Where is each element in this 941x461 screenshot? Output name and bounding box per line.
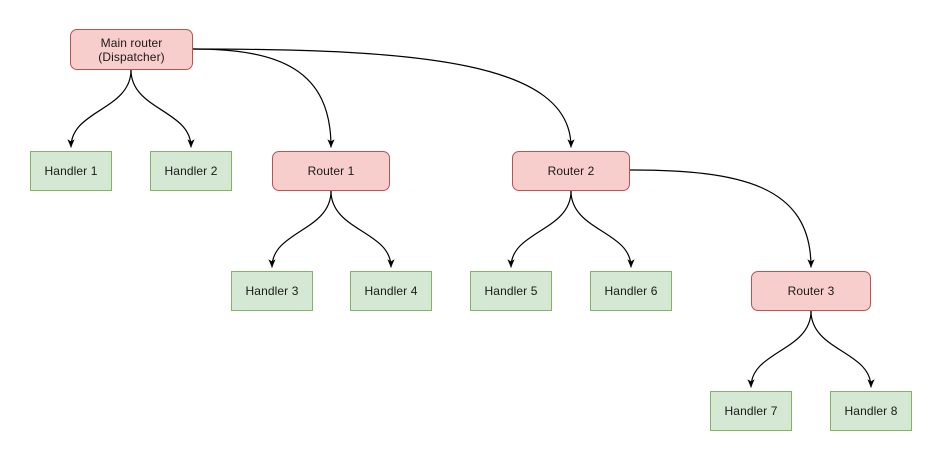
node-label-handler-5: Handler 5: [484, 284, 538, 298]
node-router-2[interactable]: Router 2: [512, 151, 630, 191]
node-handler-7[interactable]: Handler 7: [710, 391, 792, 431]
edge-router-2-to-handler-6[interactable]: [570, 190, 635, 268]
node-handler-3[interactable]: Handler 3: [231, 271, 313, 311]
edge-main-router-to-handler-1[interactable]: [67, 69, 132, 148]
edge-main-router-to-router-1[interactable]: [192, 48, 335, 148]
node-label-handler-1: Handler 1: [44, 164, 98, 178]
node-label-handler-2: Handler 2: [164, 164, 218, 178]
node-label-handler-7: Handler 7: [724, 404, 778, 418]
node-label-router-1: Router 1: [307, 164, 355, 178]
node-label-main-router: Main router (Dispatcher): [98, 35, 165, 64]
node-main-router[interactable]: Main router (Dispatcher): [70, 29, 193, 70]
edge-router-1-to-handler-3[interactable]: [268, 190, 332, 268]
node-router-1[interactable]: Router 1: [272, 151, 390, 191]
edge-router-1-to-handler-4[interactable]: [330, 190, 395, 268]
node-label-handler-8: Handler 8: [844, 404, 898, 418]
node-handler-5[interactable]: Handler 5: [470, 271, 552, 311]
edge-router-3-to-handler-7[interactable]: [747, 310, 812, 388]
node-label-router-3: Router 3: [787, 284, 835, 298]
edge-main-router-to-router-2[interactable]: [192, 48, 575, 148]
node-label-handler-3: Handler 3: [245, 284, 299, 298]
edge-router-2-to-handler-5[interactable]: [507, 190, 572, 268]
node-handler-2[interactable]: Handler 2: [150, 151, 232, 191]
edge-router-2-to-router-3[interactable]: [629, 169, 815, 268]
node-handler-1[interactable]: Handler 1: [30, 151, 112, 191]
edge-router-3-to-handler-8[interactable]: [810, 310, 875, 388]
node-label-handler-6: Handler 6: [604, 284, 658, 298]
node-router-3[interactable]: Router 3: [751, 271, 871, 311]
node-label-handler-4: Handler 4: [364, 284, 418, 298]
edge-main-router-to-handler-2[interactable]: [130, 69, 195, 148]
node-handler-6[interactable]: Handler 6: [590, 271, 672, 311]
edges-group: [67, 48, 875, 388]
node-handler-8[interactable]: Handler 8: [830, 391, 912, 431]
node-handler-4[interactable]: Handler 4: [350, 271, 432, 311]
node-label-router-2: Router 2: [547, 164, 595, 178]
